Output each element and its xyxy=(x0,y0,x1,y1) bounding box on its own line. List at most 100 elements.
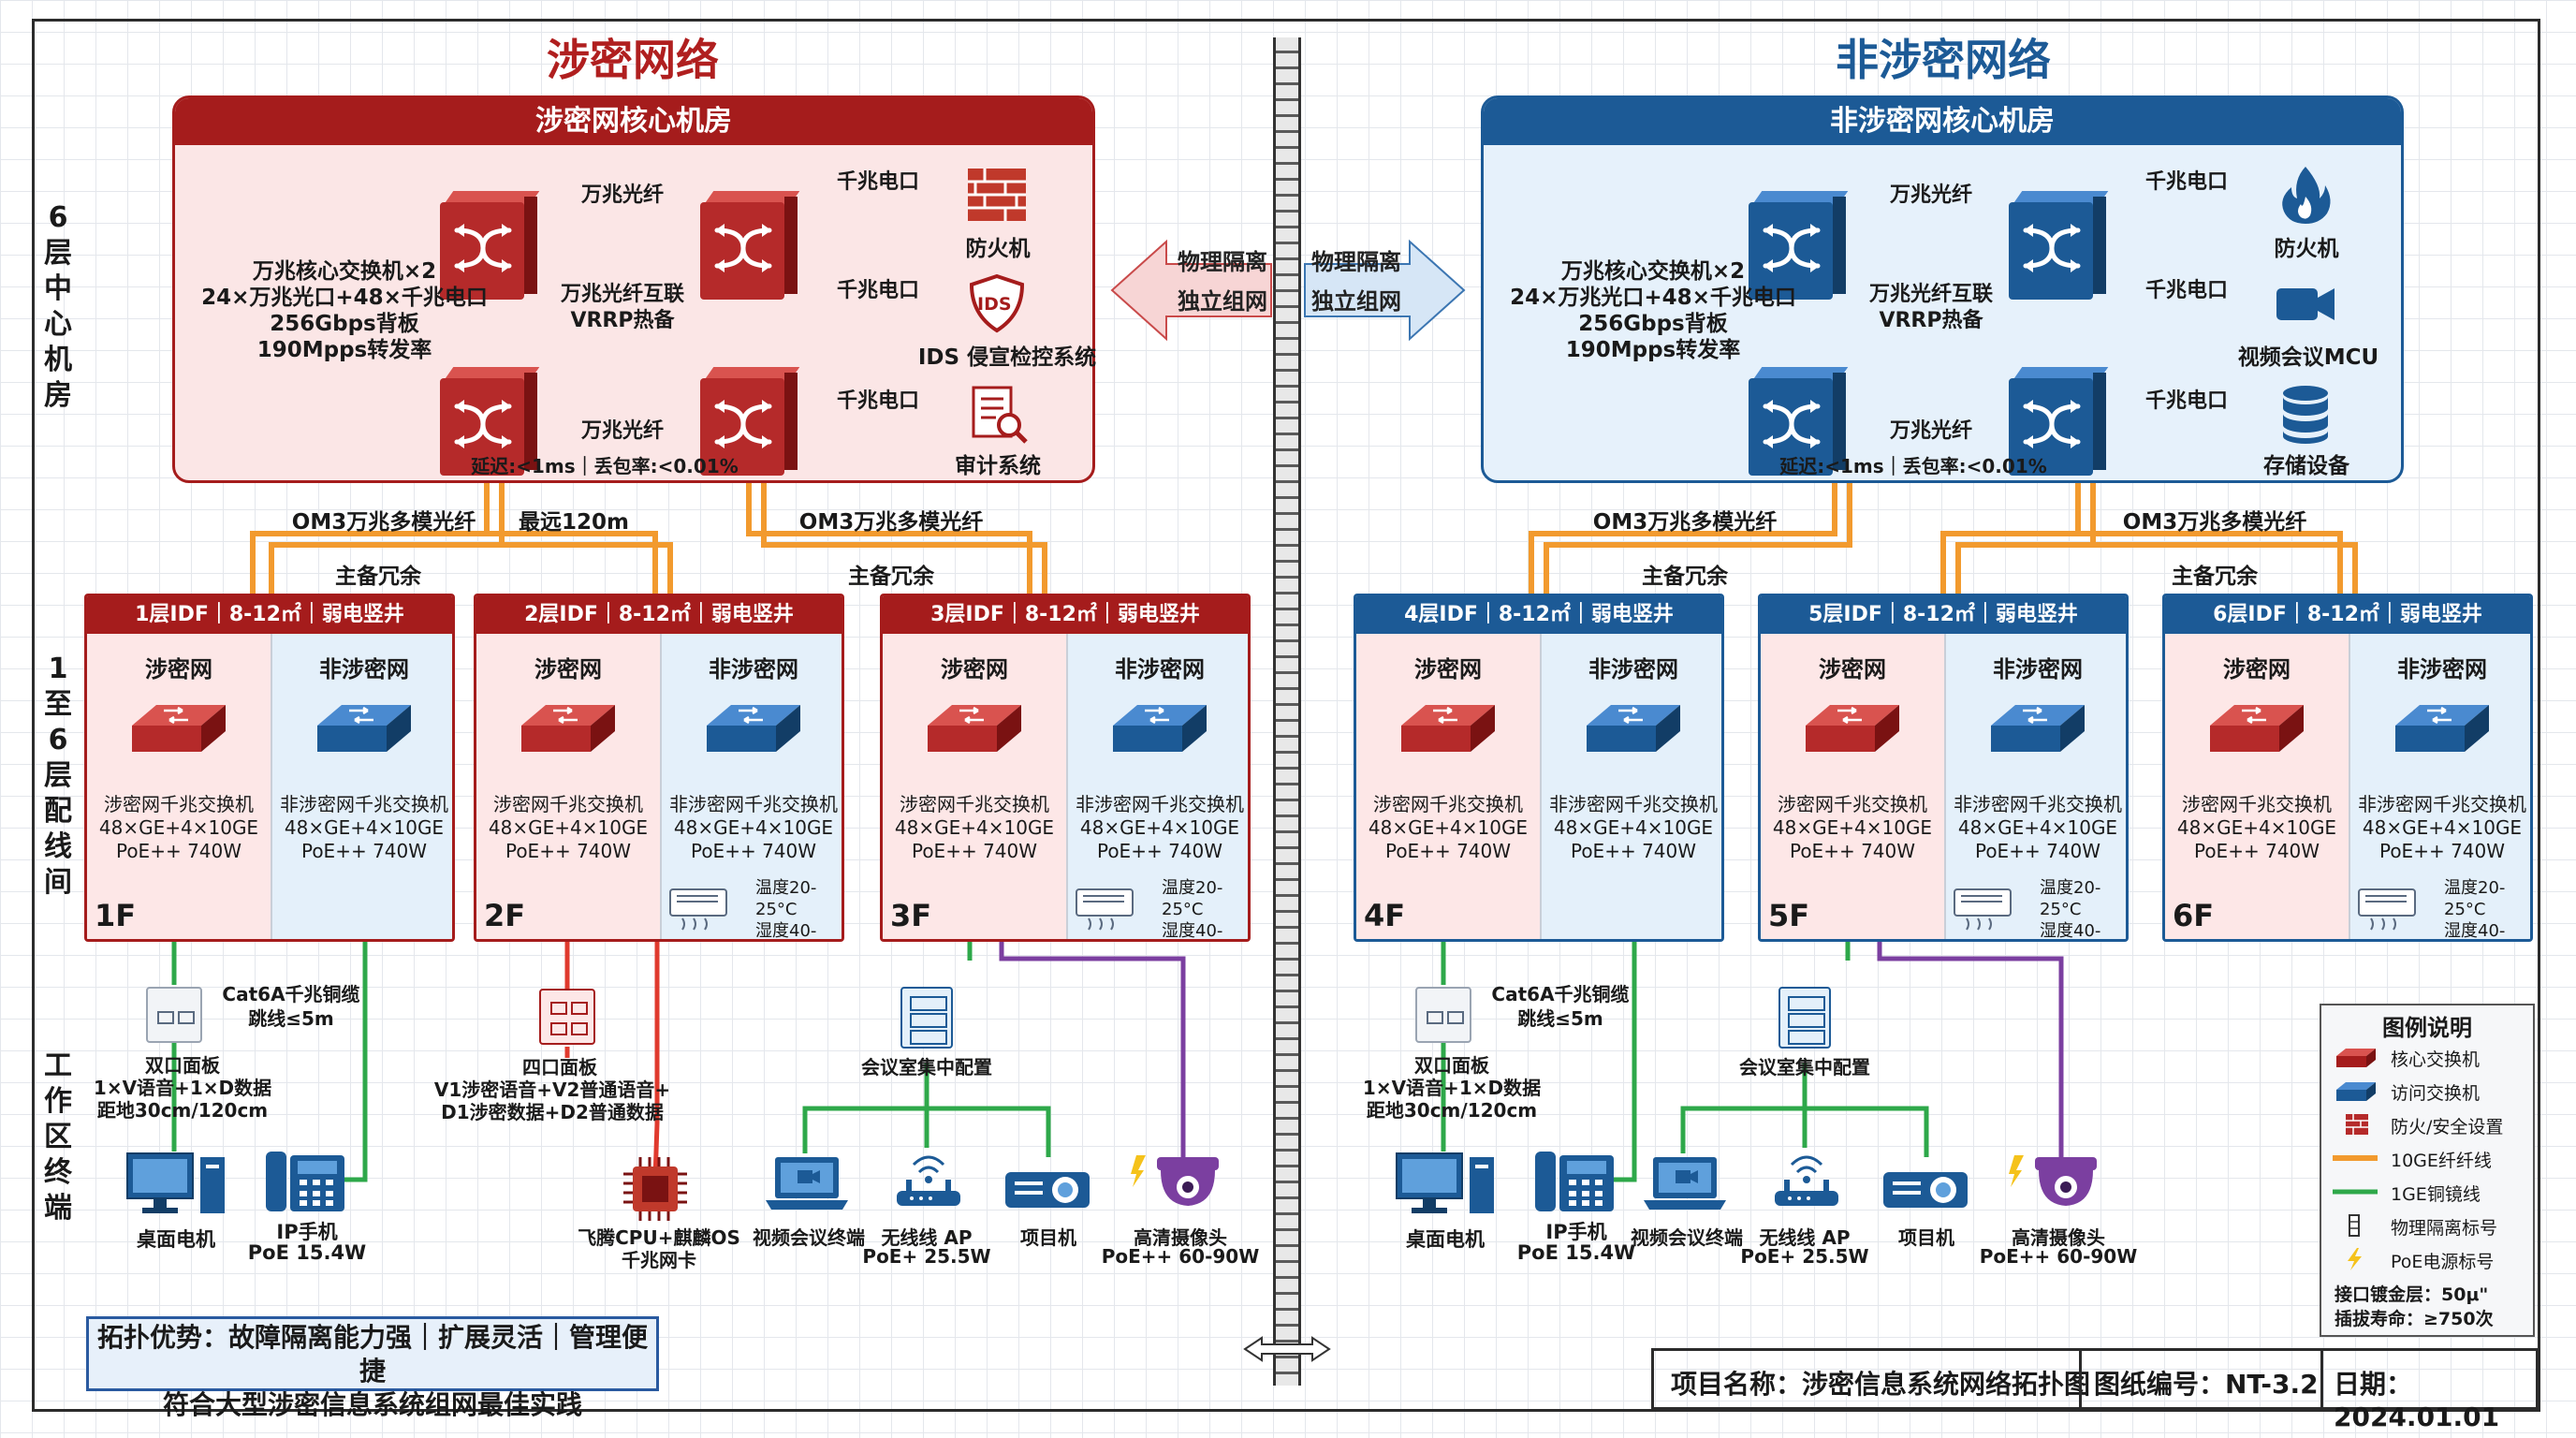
isolation-left-line1: 物理隔离 xyxy=(1178,249,1267,275)
copper-link-label: 千兆电口 xyxy=(2144,279,2228,302)
column-title: 涉密网 xyxy=(941,656,1008,682)
topology-advantages: 拓扑优势：故障隔离能力强｜扩展灵活｜管理便捷 符合大型涉密信息系统组网最佳实践 xyxy=(86,1316,659,1420)
meeting-room-rack-icon xyxy=(1778,987,1831,1049)
core-link-label-bottom: 万兆光纤 xyxy=(1889,419,1972,443)
access-switch-red-icon xyxy=(924,699,1025,759)
physical-isolation-wall xyxy=(1273,37,1301,1386)
air-conditioner-icon xyxy=(669,888,727,931)
camera-label: 高清摄像头 xyxy=(2012,1226,2105,1249)
drawing-number: 图纸编号：NT-3.2 xyxy=(2094,1369,2319,1400)
access-switch-icon xyxy=(2333,1078,2378,1103)
access-switch-red-icon xyxy=(128,699,229,759)
quad-panel-label: V1涉密语音+V2普通语音+ xyxy=(433,1078,671,1101)
fiber-uplink xyxy=(484,479,658,595)
core-spec-line: 24×万兆光口+48×千兆电口 xyxy=(1510,286,1796,310)
redundancy-label-nonsecret-1: 主备冗余 xyxy=(1642,565,1728,589)
lightning-icon xyxy=(2333,1247,2378,1271)
switch-spec-line: 涉密网千兆交换机 xyxy=(900,793,1049,815)
legend-note-plating: 接口镀金层：50μ" xyxy=(2334,1284,2489,1305)
ip-phone-label: PoE 15.4W xyxy=(1516,1241,1636,1264)
access-switch-blue-icon xyxy=(703,699,804,759)
drawing-date: 日期：2024.01.01 xyxy=(2334,1369,2500,1432)
legend-label: PoE电源标号 xyxy=(2391,1252,2495,1272)
legend-item-access-switch: 访问交换机 xyxy=(2333,1075,2529,1107)
device-label: 防火机 xyxy=(965,237,1031,261)
device-label: 存储设备 xyxy=(2263,454,2349,478)
secret-core-room: 涉密网核心机房 xyxy=(172,95,1095,483)
switch-spec-line: 涉密网千兆交换机 xyxy=(104,793,254,815)
switch-spec-line: 非涉密网千兆交换机 xyxy=(1076,793,1244,815)
idf-title: 1层IDF｜8-12㎡｜弱电竖井 xyxy=(87,596,452,634)
air-conditioner-icon xyxy=(1954,888,2012,931)
dual-panel-label: 距地30cm/120cm xyxy=(96,1099,269,1122)
switch-spec-line: 48×GE+4×10GE xyxy=(1957,816,2118,839)
advantages-line1: 拓扑优势：故障隔离能力强｜扩展灵活｜管理便捷 xyxy=(96,1322,648,1387)
redundancy-label-secret-1: 主备冗余 xyxy=(335,565,421,589)
isolation-right-line2: 独立组网 xyxy=(1311,288,1401,315)
switch-spec-line: PoE++ 740W xyxy=(1974,840,2101,862)
latency-label: 延迟:<1ms｜丢包率:<0.01% xyxy=(1779,455,2047,477)
projector-label: 项目机 xyxy=(1898,1226,1954,1249)
title-block: 项目名称：涉密信息系统网络拓扑图 图纸编号：NT-3.2 日期：2024.01.… xyxy=(1651,1348,2539,1432)
ids-shield-icon xyxy=(964,273,1030,333)
legend-label: 访问交换机 xyxy=(2391,1083,2481,1104)
redundancy-label-secret-2: 主备冗余 xyxy=(848,565,934,589)
legend-title: 图例说明 xyxy=(2382,1015,2472,1041)
wall-plate-dual-icon xyxy=(146,987,204,1045)
side-label-core: 6层中心机房 xyxy=(44,201,72,412)
core-mid-label: VRRP热备 xyxy=(570,309,675,332)
dual-panel-label: 1×V语音+1×D数据 xyxy=(93,1077,272,1099)
access-switch-red-icon xyxy=(1802,699,1903,759)
cat6a-label: 跳线≤5m xyxy=(1517,1007,1603,1030)
fiber-uplink xyxy=(746,479,1032,595)
switch-spec-line: 涉密网千兆交换机 xyxy=(493,793,643,815)
nonsecret-network-title: 非涉密网络 xyxy=(1836,35,2051,85)
access-switch-blue-icon xyxy=(314,699,415,759)
env-line: 湿度40-60% xyxy=(2040,921,2101,941)
nonsecret_core-switch-4 xyxy=(2009,367,2109,476)
legend-item-copper: 1GE铜镜线 xyxy=(2333,1176,2529,1208)
copper-line-icon xyxy=(2333,1180,2378,1204)
access-switch-blue-icon xyxy=(2392,699,2493,759)
switch-spec-line: PoE++ 740W xyxy=(1096,840,1223,862)
legend-label: 1GE铜镜线 xyxy=(2391,1184,2481,1205)
air-conditioner-icon xyxy=(1076,888,1134,931)
copper-link xyxy=(927,1106,1051,1157)
dual-panel-label: 双口面板 xyxy=(145,1054,220,1077)
secret-network-title: 涉密网络 xyxy=(547,35,719,85)
column-title: 非涉密网 xyxy=(1588,656,1678,682)
isolation-double-arrow-icon xyxy=(1241,1335,1333,1363)
switch-spec-line: PoE++ 740W xyxy=(1789,840,1916,862)
idf-title: 5层IDF｜8-12㎡｜弱电竖井 xyxy=(1761,596,2126,634)
legend-item-core-switch: 核心交换机 xyxy=(2333,1041,2529,1073)
ap-label: 无线线 AP xyxy=(881,1226,973,1249)
ip-phone-label: PoE 15.4W xyxy=(247,1241,367,1264)
legend-label: 核心交换机 xyxy=(2391,1049,2481,1070)
core-spec-line: 万兆核心交换机×2 xyxy=(1560,259,1746,284)
device-label: 审计系统 xyxy=(955,454,1041,478)
core-spec-line: 190Mpps转发率 xyxy=(1565,338,1741,362)
fiber-uplink xyxy=(499,479,673,595)
fiber-line-icon xyxy=(2333,1146,2378,1170)
ids-badge: IDS xyxy=(977,294,1012,315)
column-title: 非涉密网 xyxy=(709,656,798,682)
env-line: 温度20-25°C xyxy=(2040,878,2101,919)
core-spec-line: 256Gbps背板 xyxy=(1578,312,1728,336)
isolation-arrow-left: 物理隔离 独立组网 xyxy=(1108,238,1273,343)
floor-label: 5F xyxy=(1768,898,1810,933)
env-line: 温度20-25°C xyxy=(1162,878,1223,919)
core-spec-line: 256Gbps背板 xyxy=(270,312,419,336)
cat6a-label: Cat6A千兆铜缆 xyxy=(1491,983,1630,1005)
switch-spec-line: 涉密网千兆交换机 xyxy=(1373,793,1523,815)
idf-title: 3层IDF｜8-12㎡｜弱电竖井 xyxy=(883,596,1248,634)
fiber-uplink xyxy=(1544,479,1852,595)
switch-spec-line: 非涉密网千兆交换机 xyxy=(1549,793,1718,815)
fiber-label-secret-2: OM3万兆多模光纤 xyxy=(798,510,984,535)
copper-link-label: 千兆电口 xyxy=(2144,170,2228,194)
desktop-label: 桌面电机 xyxy=(1406,1228,1485,1251)
env-line: 湿度40-60% xyxy=(2444,921,2506,941)
